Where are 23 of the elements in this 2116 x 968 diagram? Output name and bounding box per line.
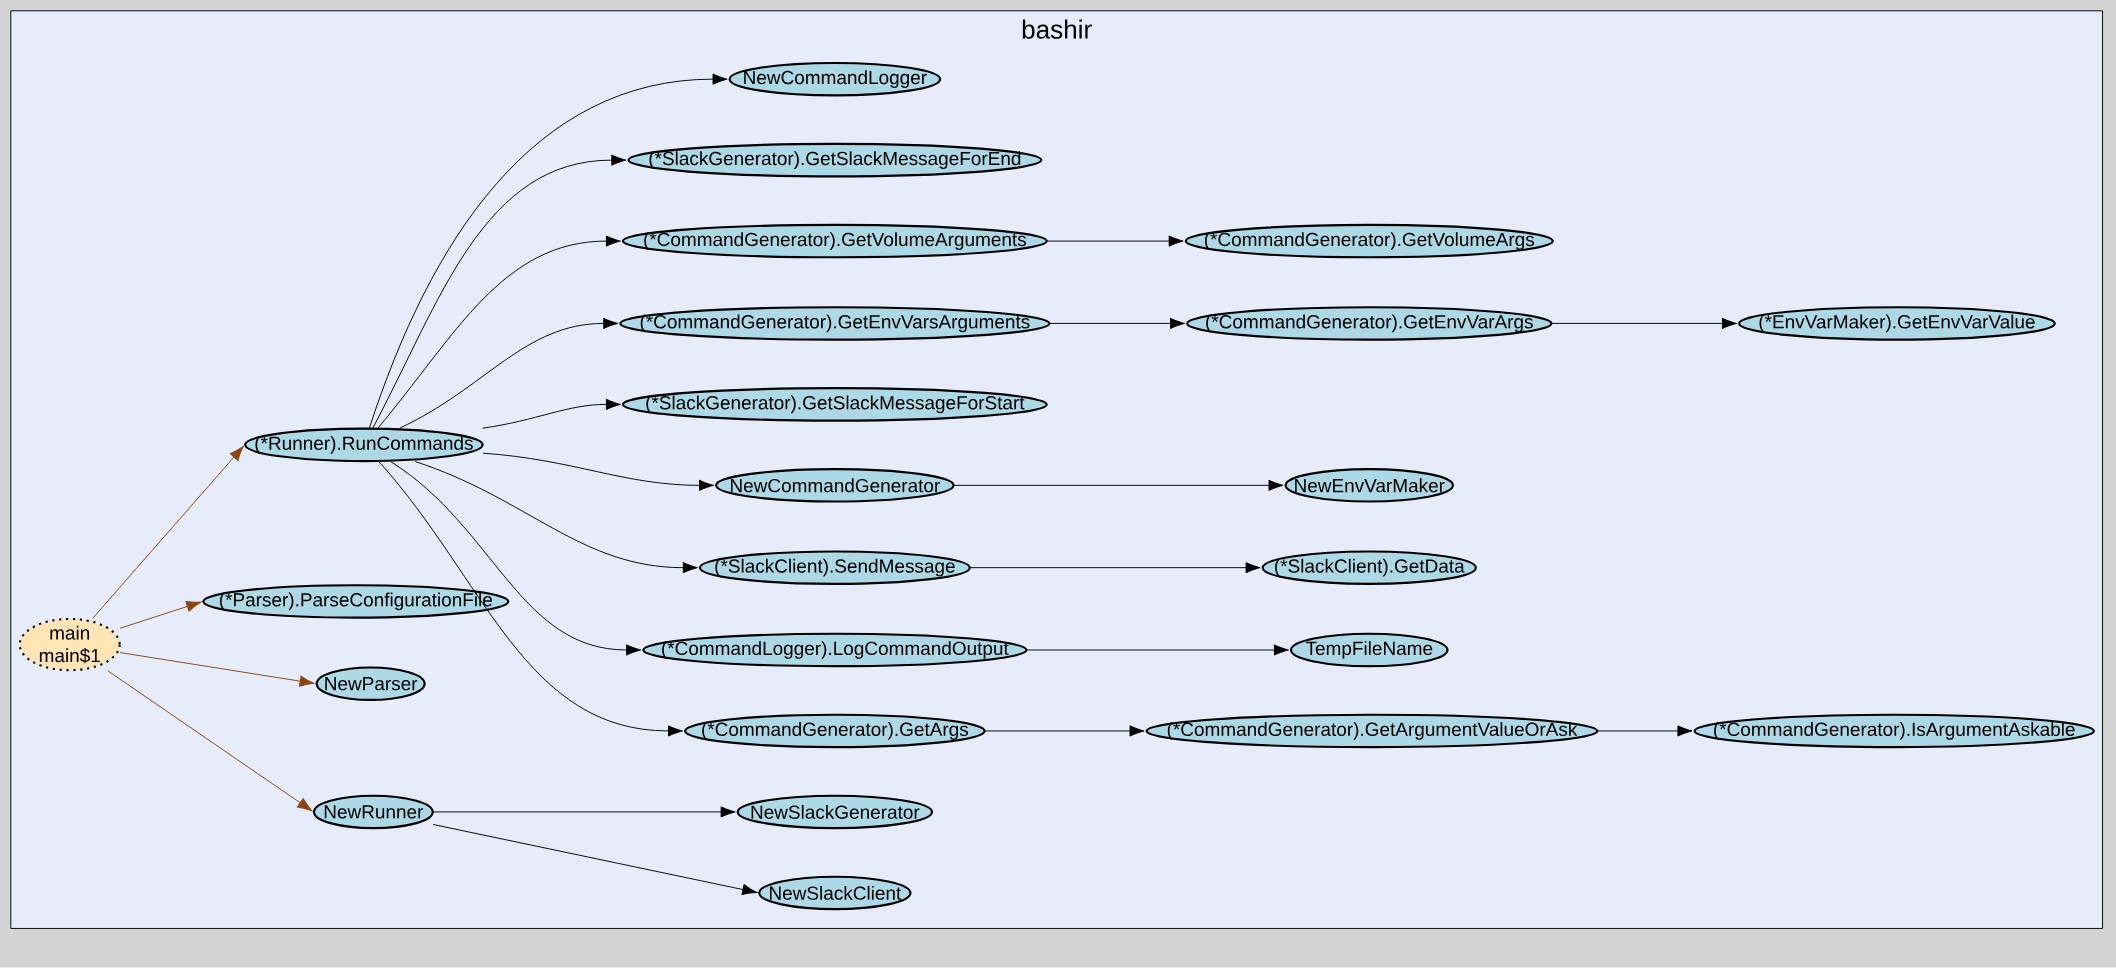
arrow <box>432 824 758 896</box>
arrow <box>399 318 619 429</box>
arrow <box>378 461 684 737</box>
arrow <box>92 446 244 620</box>
arrow <box>119 652 315 687</box>
arrow <box>372 154 627 429</box>
arrow <box>953 479 1284 492</box>
arrow <box>1046 235 1184 247</box>
arrow <box>1026 644 1289 656</box>
arrow <box>119 601 202 629</box>
arrow <box>984 725 1145 737</box>
arrow <box>1551 318 1737 330</box>
arrow <box>107 670 313 812</box>
arrow <box>1597 725 1693 737</box>
arrow <box>414 461 698 574</box>
arrow <box>482 452 715 492</box>
arrow <box>432 806 736 818</box>
arrow <box>377 235 621 429</box>
arrow <box>482 399 621 429</box>
arrow <box>1049 318 1186 330</box>
arrow <box>969 562 1261 574</box>
arrow <box>390 461 642 656</box>
arrow <box>368 73 728 429</box>
